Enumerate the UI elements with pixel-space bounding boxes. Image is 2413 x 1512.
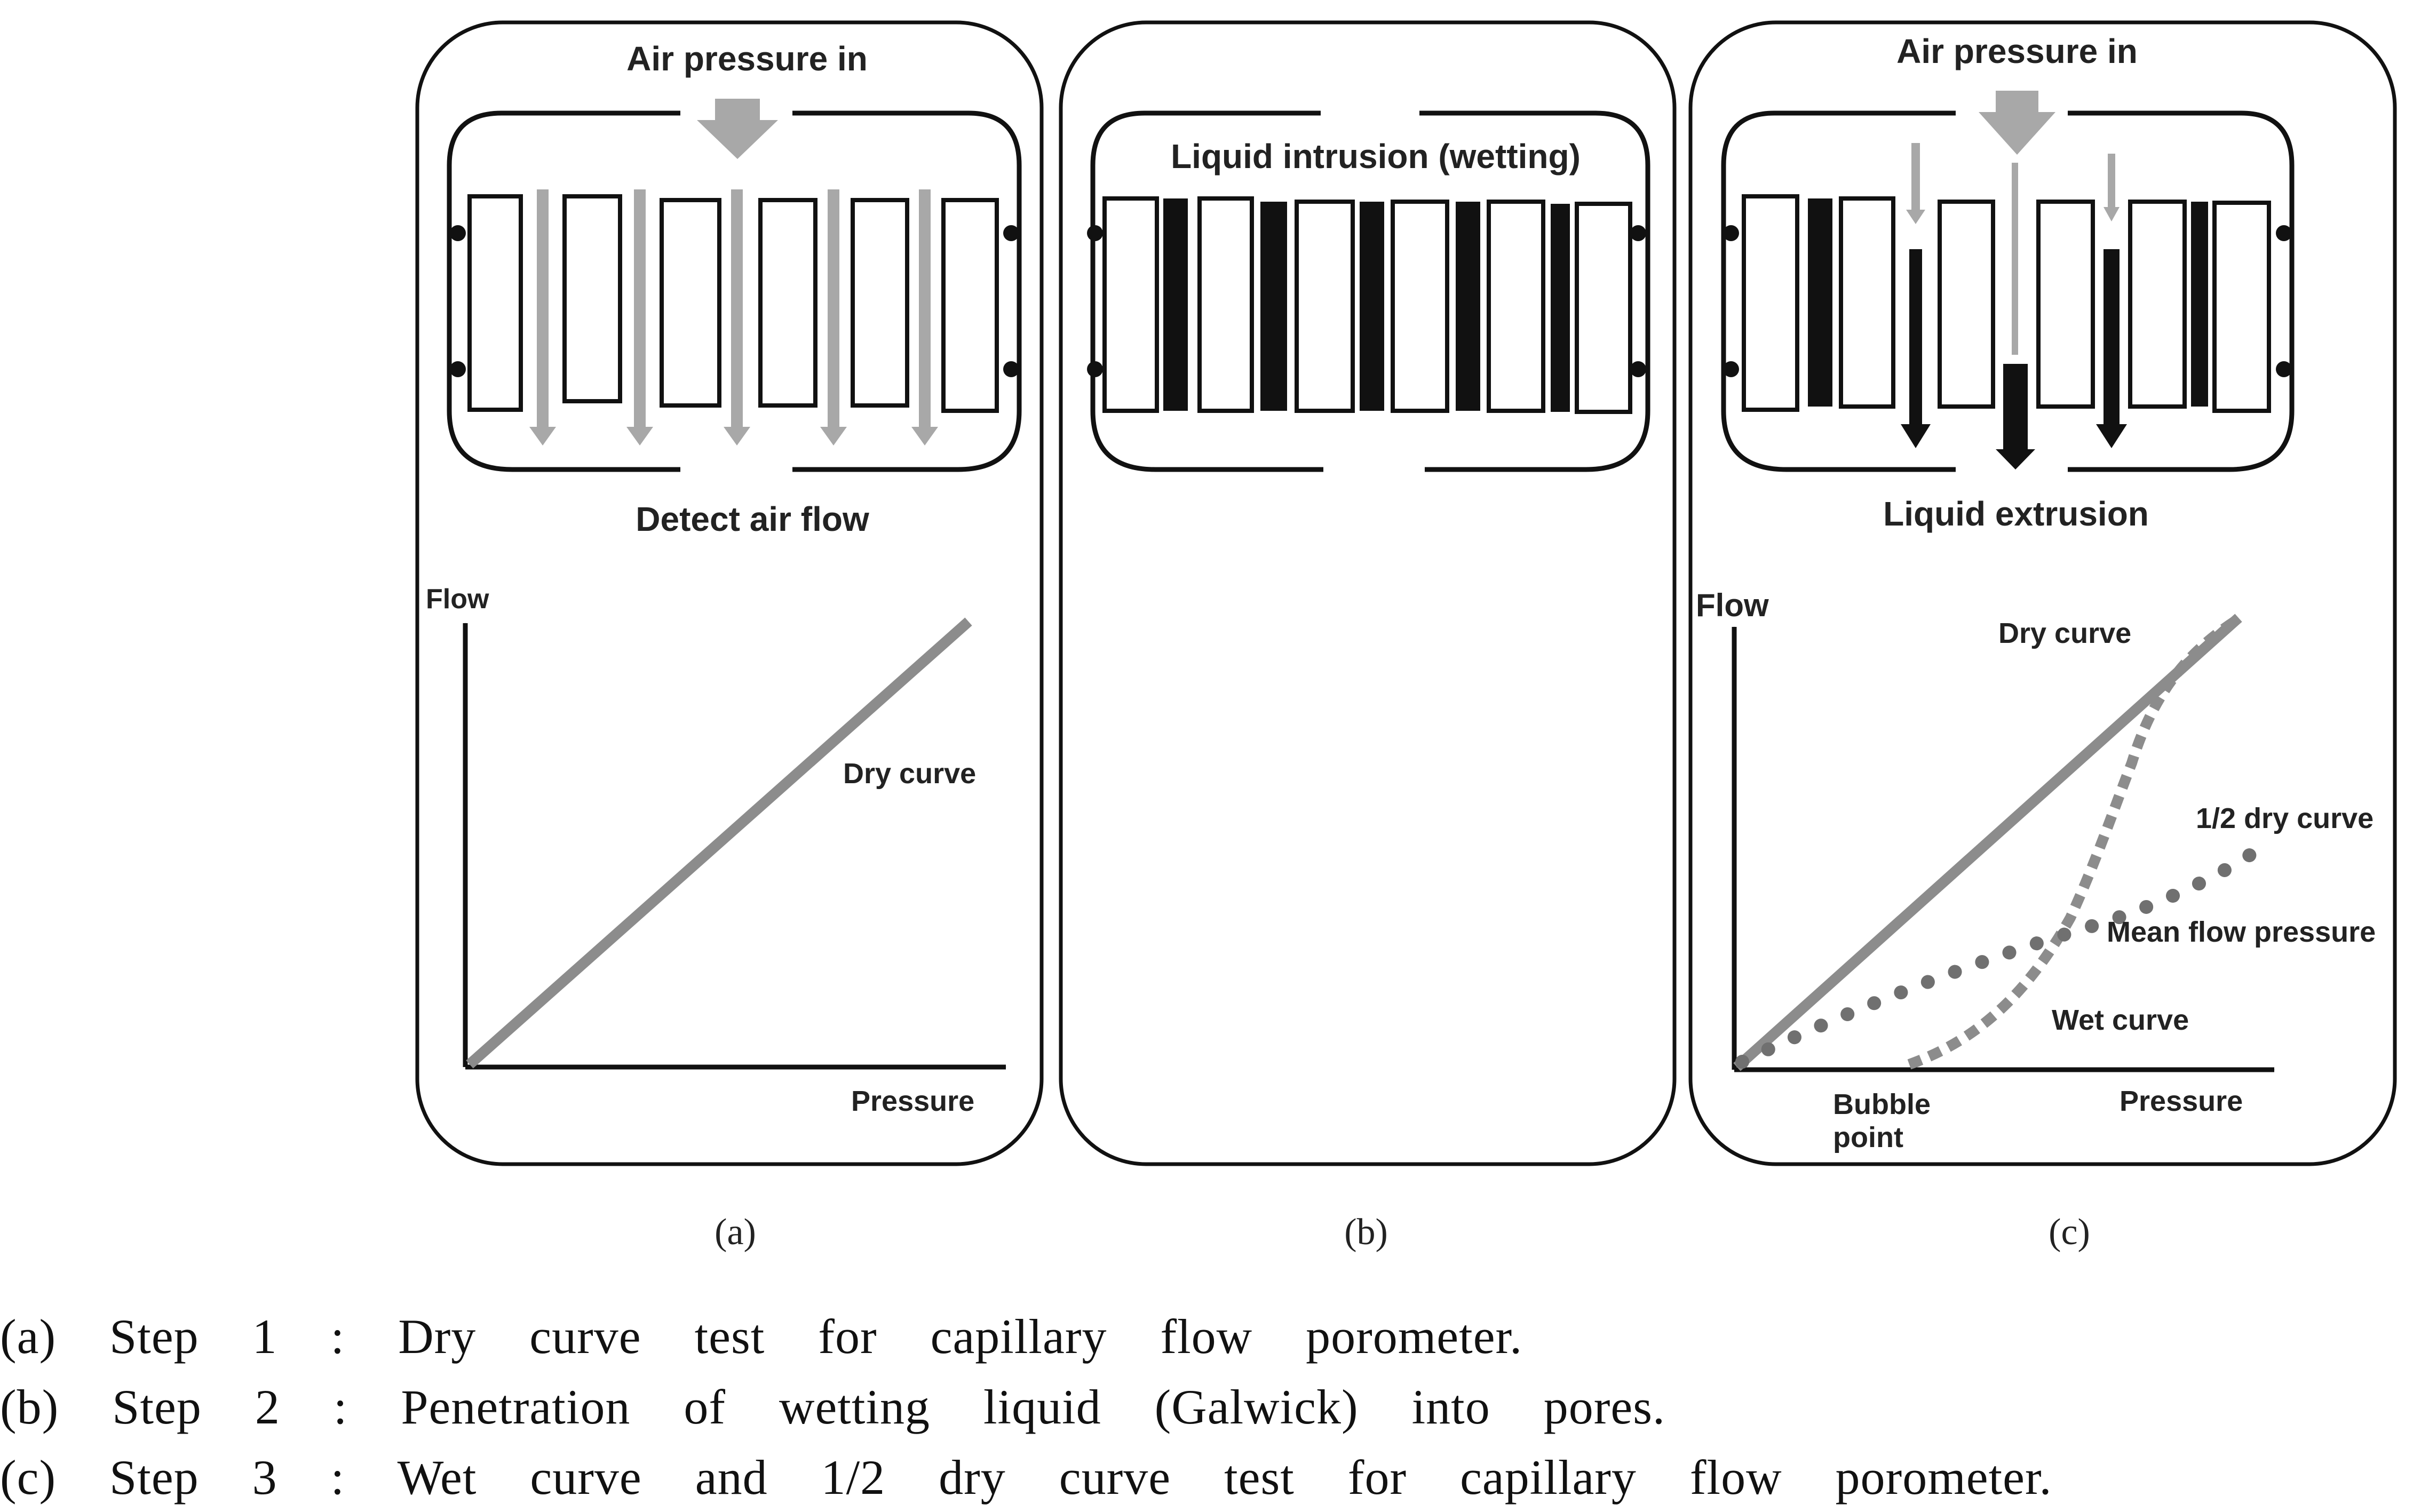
panel-b: Liquid intrusion (wetting) (b) bbox=[1059, 20, 1677, 1253]
panel-c-bottom-label: Liquid extrusion bbox=[1883, 495, 2149, 533]
caption-step-1: (a) Step 1 : Dry curve test for capillar… bbox=[0, 1309, 1523, 1364]
seal-dot bbox=[2276, 225, 2292, 241]
panel-c-wet-curve-label: Wet curve bbox=[2052, 1004, 2189, 1036]
panel-c-y-axis-label: Flow bbox=[1696, 587, 1769, 623]
liquid-extrusion-arrows bbox=[1901, 143, 2127, 469]
seal-dot bbox=[1723, 361, 1739, 377]
panel-a-top-label: Air pressure in bbox=[626, 39, 868, 78]
air-in-arrow-icon bbox=[1979, 91, 2055, 155]
panel-b-top-label: Liquid intrusion (wetting) bbox=[1171, 137, 1581, 176]
air-flow-arrows bbox=[529, 189, 938, 445]
seal-dot bbox=[1003, 225, 1019, 241]
seal-dot bbox=[450, 225, 466, 241]
panel-a-dry-curve bbox=[466, 617, 972, 1069]
housing-right bbox=[2068, 110, 2295, 472]
seal-dot bbox=[1630, 361, 1646, 377]
seal-dot bbox=[1723, 225, 1739, 241]
panel-c-bubble-label-2: point bbox=[1833, 1121, 1903, 1153]
panel-c-bubble-label: Bubble bbox=[1833, 1088, 1931, 1120]
pore-walls bbox=[467, 194, 999, 413]
panel-a-dry-curve-label: Dry curve bbox=[843, 758, 976, 790]
panel-a-frame bbox=[415, 20, 1044, 1166]
panel-a-caption-label: (a) bbox=[715, 1212, 756, 1253]
panel-a-bottom-label: Detect air flow bbox=[636, 500, 869, 538]
wetting-liquid-fill bbox=[1163, 198, 1570, 412]
pore-walls bbox=[1102, 196, 1632, 414]
seal-dot bbox=[1087, 361, 1103, 377]
housing-right bbox=[1419, 110, 1650, 472]
panel-c-dry-curve bbox=[1733, 614, 2242, 1071]
panel-c-frame bbox=[1688, 20, 2397, 1166]
panel-b-caption-label: (b) bbox=[1344, 1212, 1388, 1253]
panel-c-mean-flow-label: Mean flow pressure bbox=[2107, 916, 2376, 948]
panel-a-y-axis-label: Flow bbox=[426, 584, 489, 615]
air-in-arrow-icon bbox=[697, 99, 778, 159]
housing-top-right bbox=[792, 110, 1022, 472]
panel-c-half-dry-curve bbox=[1735, 847, 2259, 1069]
housing-top bbox=[447, 110, 680, 472]
retained-liquid bbox=[1808, 198, 2208, 407]
seal-dot bbox=[1003, 361, 1019, 377]
seal-dot bbox=[1087, 225, 1103, 241]
panel-a-x-axis-label: Pressure bbox=[851, 1085, 974, 1117]
panel-c: Air pressure in Liquid extru bbox=[1688, 20, 2397, 1253]
housing-left bbox=[1090, 110, 1323, 472]
seal-dot bbox=[2276, 361, 2292, 377]
panel-b-frame bbox=[1059, 20, 1677, 1166]
panel-c-half-dry-label: 1/2 dry curve bbox=[2196, 802, 2374, 834]
caption-step-2: (b) Step 2 : Penetration of wetting liqu… bbox=[0, 1380, 1665, 1434]
panel-c-caption-label: (c) bbox=[2049, 1212, 2090, 1253]
housing-left bbox=[1721, 110, 1956, 472]
panel-c-wet-curve bbox=[1907, 614, 2242, 1070]
pore-walls bbox=[1742, 194, 2271, 413]
seal-dot bbox=[1630, 225, 1646, 241]
panel-c-top-label: Air pressure in bbox=[1896, 32, 2138, 70]
panel-c-dry-curve-label: Dry curve bbox=[1998, 617, 2131, 649]
panel-a: Air pressure in Detect air flow bbox=[415, 20, 1044, 1253]
caption-step-3: (c) Step 3 : Wet curve and 1/2 dry curve… bbox=[0, 1450, 2052, 1505]
panel-c-x-axis-label: Pressure bbox=[2120, 1085, 2243, 1117]
seal-dot bbox=[450, 361, 466, 377]
